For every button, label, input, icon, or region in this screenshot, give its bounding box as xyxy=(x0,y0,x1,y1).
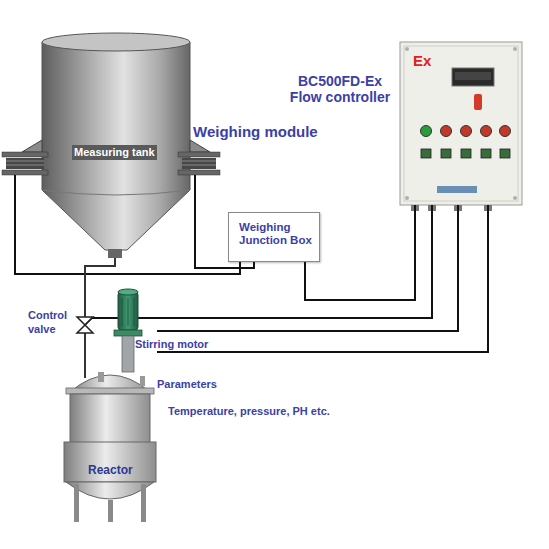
reactor-drawing-part xyxy=(134,298,135,326)
reactor-drawing-part xyxy=(77,317,93,333)
controller-cabinet-part xyxy=(500,126,511,137)
reactor-drawing-part xyxy=(122,336,134,372)
weighing-module-right-part xyxy=(182,158,216,169)
signal-wire xyxy=(305,205,415,300)
part-label: Weighing module xyxy=(193,123,353,142)
part-label: Parameters xyxy=(157,378,257,392)
reactor-drawing-part xyxy=(74,484,79,522)
weighing-module-right-part xyxy=(182,161,216,162)
junction-box: Weighing Junction Box xyxy=(228,212,320,262)
reactor-drawing-part xyxy=(141,484,146,522)
node-text: Ex xyxy=(413,52,431,69)
reactor-drawing-part xyxy=(64,442,156,482)
controller-cabinet-part xyxy=(421,149,431,158)
part-label: Stirring motor xyxy=(135,338,245,352)
device-heading: BC500FD-Ex Flow controller xyxy=(283,73,397,105)
weighing-module-left-part xyxy=(2,170,48,175)
weighing-module-left xyxy=(2,140,48,258)
weighing-module-left-part xyxy=(22,140,42,152)
controller-cabinet-part xyxy=(481,149,491,158)
equipment-node: BC500FD-Ex Flow controllerEx xyxy=(400,42,522,205)
weighing-module-left-part xyxy=(2,152,48,157)
reactor-drawing-part xyxy=(66,482,154,499)
part-label: Temperature, pressure, PH etc. xyxy=(168,405,388,419)
controller-cabinet-part xyxy=(411,205,419,211)
measuring-tank-drawing-part xyxy=(108,249,122,258)
weighing-module-right-part xyxy=(194,175,196,258)
feed-pipe xyxy=(85,258,115,280)
controller-cabinet-part xyxy=(405,196,409,200)
reactor-drawing-part xyxy=(114,330,142,336)
controller-cabinet-part xyxy=(455,72,491,80)
node-text: Reactor xyxy=(88,464,133,478)
controller-cabinet-part xyxy=(454,205,462,211)
signal-wire xyxy=(157,205,488,352)
controller-cabinet-part xyxy=(441,149,451,158)
reactor-drawing-part xyxy=(128,298,129,326)
measuring-tank-drawing-part xyxy=(42,33,190,51)
signal-wire xyxy=(195,258,254,268)
controller-cabinet-part xyxy=(461,126,472,137)
signal-wire xyxy=(15,258,240,274)
controller-cabinet-part xyxy=(441,126,452,137)
weighing-module-right-part xyxy=(178,152,220,157)
reactor-drawing-part xyxy=(118,289,138,295)
part-label: Control valve xyxy=(28,309,74,337)
controller-cabinet-part xyxy=(513,196,517,200)
node-text: Weighing Junction Box xyxy=(239,221,315,247)
valve-signal-wire xyxy=(92,205,432,318)
reactor-drawing-part xyxy=(122,298,123,326)
reactor-drawing xyxy=(64,280,156,522)
measuring-tank-drawing-part xyxy=(42,42,190,250)
weighing-module-left-part xyxy=(6,161,44,162)
weighing-module-right xyxy=(178,140,220,258)
controller-cabinet-part xyxy=(513,47,517,51)
weighing-module-right-part xyxy=(190,140,210,152)
controller-cabinet-part xyxy=(400,42,522,205)
reactor-drawing-part xyxy=(85,318,92,325)
controller-cabinet-part xyxy=(474,94,482,110)
controller-cabinet-part xyxy=(404,46,518,201)
reactor-drawing-part xyxy=(70,394,150,444)
equipment-node: Reactor xyxy=(62,280,157,525)
reactor-drawing-part xyxy=(140,376,145,386)
controller-cabinet-part xyxy=(461,149,471,158)
reactor-drawing-part xyxy=(118,292,138,330)
weighing-module-right-part xyxy=(178,170,220,175)
controller-cabinet-part xyxy=(452,68,494,86)
weighing-module-right-part xyxy=(182,165,216,166)
valve-signal-wire-part xyxy=(92,205,432,318)
equipment-node: Measuring tank xyxy=(0,28,220,258)
signal-wire xyxy=(157,205,458,331)
node-text: Measuring tank xyxy=(72,145,157,160)
measuring-tank-drawing xyxy=(42,33,190,258)
controller-cabinet-part xyxy=(437,186,477,193)
controller-cabinet xyxy=(400,42,522,211)
controller-cabinet-part xyxy=(421,126,432,137)
controller-cabinet-part xyxy=(481,126,492,137)
reactor-drawing-part xyxy=(108,500,113,522)
reactor-drawing-part xyxy=(66,388,154,394)
reactor-drawing-part xyxy=(98,372,104,382)
weighing-module-left-part xyxy=(6,158,44,169)
controller-cabinet-part xyxy=(484,205,492,211)
measuring-tank-drawing-part xyxy=(42,190,190,195)
weighing-module-left-part xyxy=(6,165,44,166)
weighing-module-left-part xyxy=(14,175,16,258)
controller-cabinet-part xyxy=(500,149,510,158)
controller-cabinet-part xyxy=(405,47,409,51)
